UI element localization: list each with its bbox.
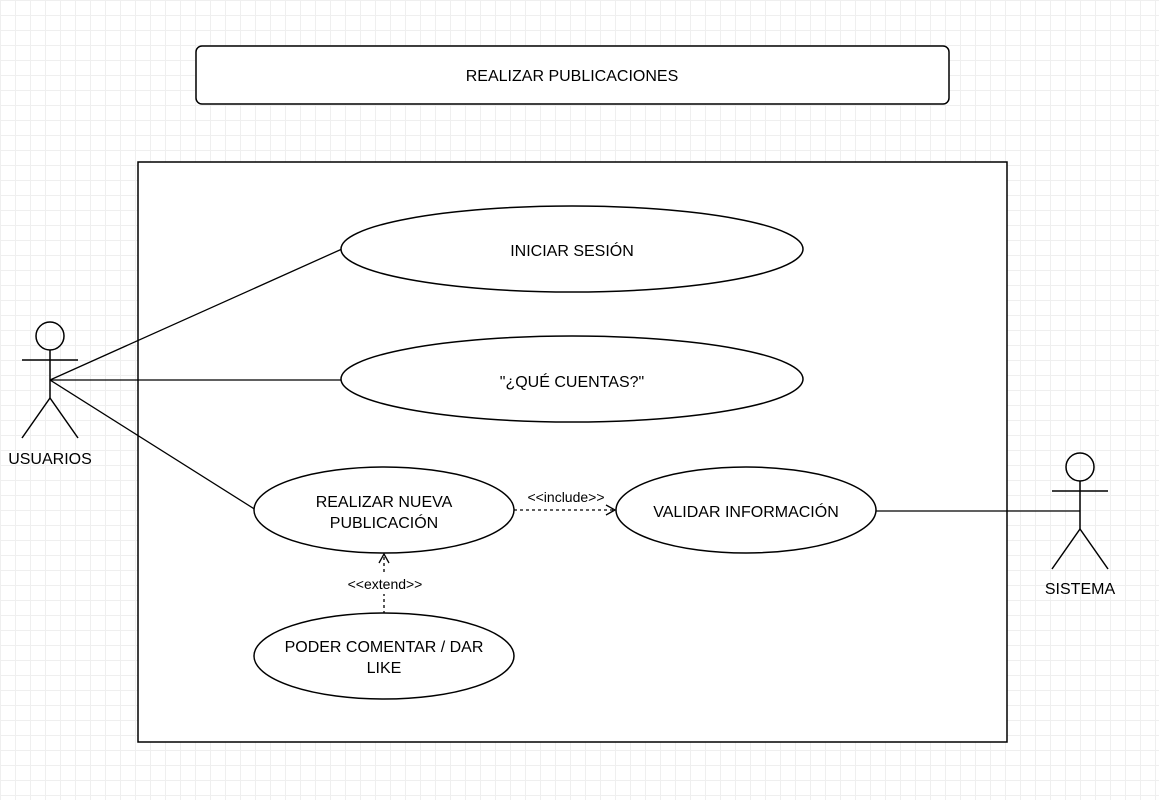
use-case-label-line: VALIDAR INFORMACIÓN bbox=[653, 502, 839, 521]
stick-figure-icon bbox=[1051, 452, 1109, 570]
actor-usuarios-label: USUARIOS bbox=[8, 451, 92, 468]
use-case-label-line: PUBLICACIÓN bbox=[330, 513, 438, 532]
extend-relation[interactable]: <<extend>> bbox=[340, 552, 430, 614]
use-case-poder-comentar[interactable]: PODER COMENTAR / DAR LIKE bbox=[253, 612, 515, 700]
include-label: <<include>> bbox=[527, 489, 604, 505]
extend-arrowhead bbox=[378, 552, 390, 564]
include-arrowhead bbox=[605, 504, 617, 516]
use-case-label-line: INICIAR SESIÓN bbox=[510, 241, 634, 260]
use-case-validar-informacion[interactable]: VALIDAR INFORMACIÓN bbox=[615, 466, 877, 554]
use-case-realizar-nueva-publicacion[interactable]: REALIZAR NUEVA PUBLICACIÓN bbox=[253, 466, 515, 554]
stick-figure-icon bbox=[21, 321, 79, 439]
actor-sistema[interactable]: SISTEMA bbox=[1045, 452, 1116, 598]
use-case-iniciar-sesion[interactable]: INICIAR SESIÓN bbox=[340, 205, 804, 293]
use-case-iniciar-sesion-label: INICIAR SESIÓN bbox=[510, 241, 634, 260]
title-box[interactable]: REALIZAR PUBLICACIONES bbox=[195, 45, 950, 105]
extend-label-bg bbox=[340, 574, 430, 594]
use-case-realizar-nueva-publicacion-label: REALIZAR NUEVA PUBLICACIÓN bbox=[316, 494, 453, 532]
include-relation[interactable]: <<include>> bbox=[514, 489, 617, 516]
association-usuarios-iniciar-sesion[interactable] bbox=[49, 248, 343, 381]
use-case-que-cuentas-label: "¿QUÉ CUENTAS?" bbox=[500, 372, 644, 391]
title-label: REALIZAR PUBLICACIONES bbox=[466, 68, 679, 85]
association-usuarios-realizar-publicacion[interactable] bbox=[49, 379, 257, 511]
actor-sistema-label: SISTEMA bbox=[1045, 581, 1116, 598]
use-case-label-line: REALIZAR NUEVA bbox=[316, 494, 453, 511]
use-case-label-line: "¿QUÉ CUENTAS?" bbox=[500, 372, 644, 391]
use-case-poder-comentar-label: PODER COMENTAR / DAR LIKE bbox=[285, 639, 484, 677]
extend-label: <<extend>> bbox=[348, 576, 423, 592]
use-case-validar-informacion-label: VALIDAR INFORMACIÓN bbox=[653, 502, 839, 521]
actor-usuarios[interactable]: USUARIOS bbox=[8, 321, 92, 468]
use-case-que-cuentas[interactable]: "¿QUÉ CUENTAS?" bbox=[340, 335, 804, 423]
use-case-label-line: LIKE bbox=[367, 660, 402, 677]
use-case-label-line: PODER COMENTAR / DAR bbox=[285, 639, 484, 656]
